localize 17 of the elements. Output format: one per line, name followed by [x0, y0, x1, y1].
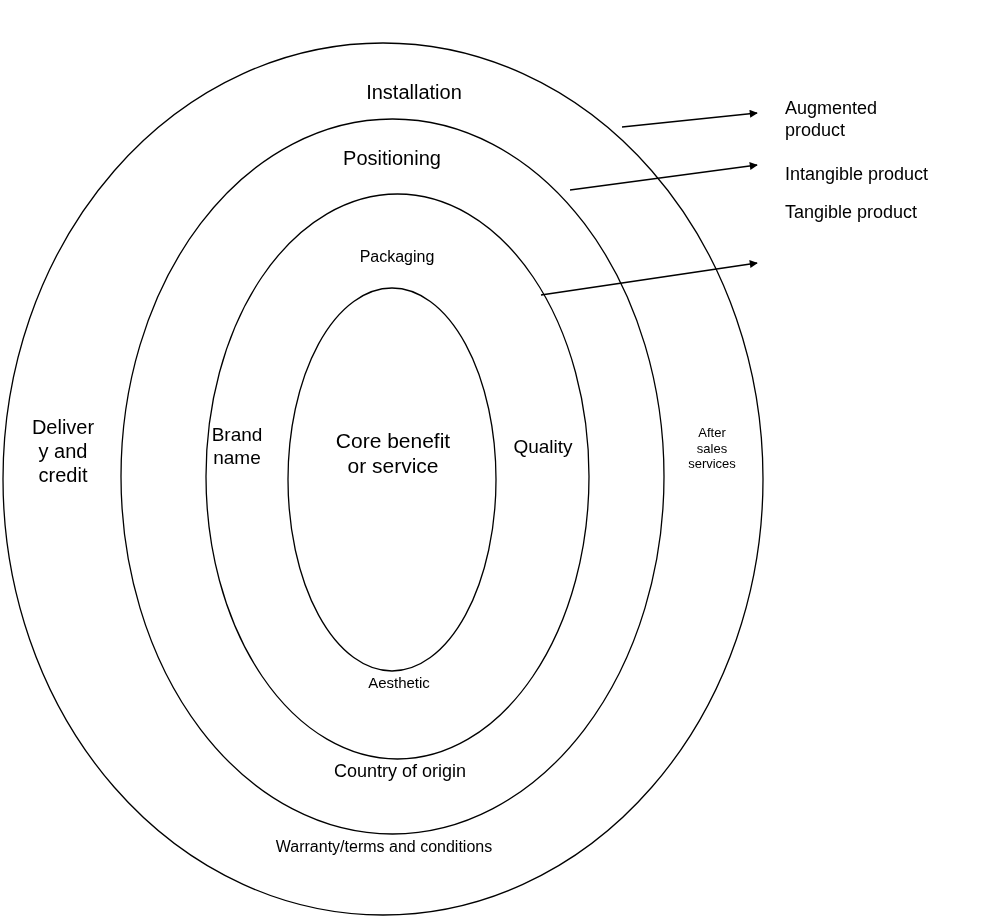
layer-label: Installation [365, 80, 463, 104]
layer-label: Packaging [358, 247, 436, 267]
layer-label: Deliver y and credit [30, 415, 96, 487]
layer-label: Aesthetic [367, 674, 431, 692]
layer-label: Warranty/terms and conditions [274, 837, 494, 857]
level-label: Augmented product [785, 98, 879, 142]
level-label: Intangible product [785, 164, 930, 186]
layer-label: Positioning [342, 146, 442, 170]
layer-label: Quality [512, 435, 574, 459]
arrow [569, 162, 758, 191]
arrow [540, 260, 758, 296]
layer-label: Country of origin [332, 761, 468, 783]
layer-label: Brand name [210, 424, 264, 470]
level-label: Tangible product [785, 202, 919, 224]
arrow [621, 109, 758, 128]
layer-label: After sales services [687, 424, 737, 472]
layer-label: Core benefit or service [334, 427, 452, 479]
